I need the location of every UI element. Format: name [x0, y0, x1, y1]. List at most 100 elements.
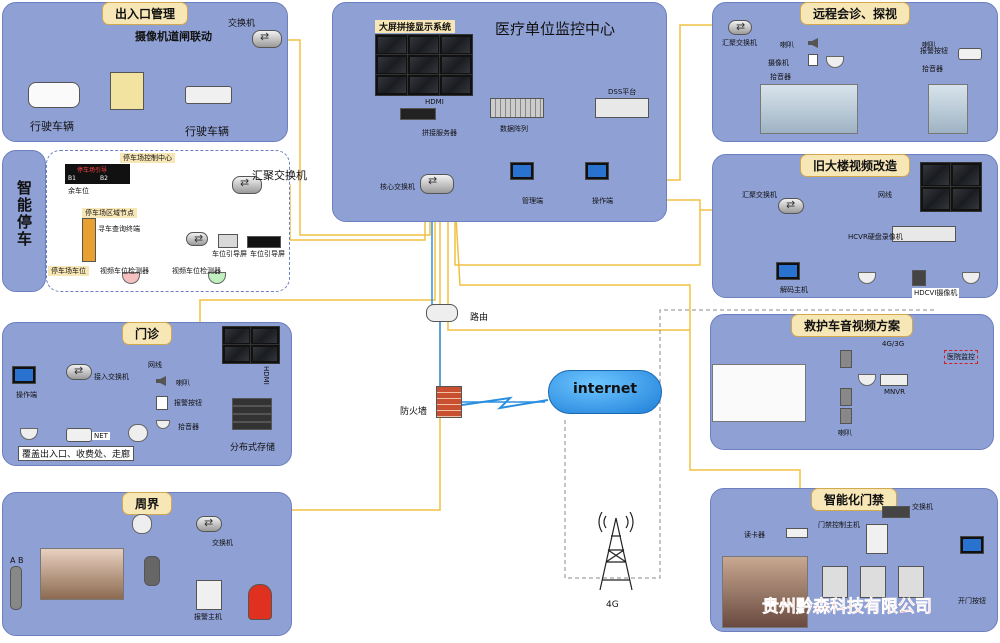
clinic-net-label: NET: [92, 432, 110, 440]
router-icon: [426, 304, 458, 322]
remote-alarm-icon: [808, 54, 818, 66]
remote-pickup-label: 拾音器: [770, 73, 791, 81]
perimeter-alarm-host-label: 报警主机: [194, 613, 222, 621]
access-gate-1: [822, 566, 848, 598]
company-watermark: 贵州黔森科技有限公司: [762, 597, 933, 618]
access-face-photo: [722, 556, 808, 628]
clinic-storage-icon: [232, 398, 272, 430]
video-wall-tile: [375, 34, 409, 56]
remote-alarm-label: 报警按钮: [920, 47, 948, 55]
clinic-access-switch-label: 接入交换机: [94, 373, 129, 381]
old-building-wall-3: [920, 186, 952, 212]
video-wall-tile: [439, 34, 473, 56]
video-wall-title: 大屏拼接显示系统: [375, 20, 456, 33]
kiosk-label: 寻车查询终端: [98, 225, 140, 233]
parking-center-label: 停车场控制中心: [120, 153, 175, 163]
old-building-pc-label: 解码主机: [780, 286, 808, 294]
lane-bottom-label: 行驶车辆: [185, 125, 229, 138]
access-switch-label: 交换机: [912, 503, 933, 511]
dss-label: DSS平台: [608, 88, 637, 96]
access-controller-label: 门禁控制主机: [818, 521, 860, 529]
parking-agg-switch-label: 汇聚交换机: [252, 169, 307, 182]
lane-top-label: 行驶车辆: [30, 120, 74, 133]
management-client-label: 管理端: [522, 197, 543, 205]
clinic-alarm-button-icon: [156, 396, 168, 410]
parking-panel: [2, 150, 46, 292]
firewall-icon: [436, 386, 462, 418]
entrance-panel: 出入口管理: [2, 2, 288, 142]
clinic-title: 门诊: [121, 322, 173, 345]
storage-array-icon: [490, 98, 544, 118]
remote-bullet-camera-icon: [958, 48, 982, 60]
remote-agg-switch-icon: [728, 20, 752, 35]
parking-node-switch-icon: [186, 232, 208, 246]
ambulance-photo: [712, 364, 806, 422]
perimeter-siren-icon: [248, 584, 272, 620]
firewall-label: 防火墙: [400, 407, 428, 417]
visiting-room-photo: [928, 84, 968, 134]
entrance-title: 出入口管理: [101, 2, 189, 25]
remote-speaker2-label: 喇叭: [922, 41, 936, 49]
storage-array-label: 数据阵列: [500, 125, 528, 133]
parking-guide-led: [247, 236, 281, 248]
consultation-room-photo: [760, 84, 858, 134]
perimeter-ab-label: A B: [10, 556, 24, 565]
entrance-switch-icon: [252, 30, 282, 48]
dss-server-icon: [595, 98, 649, 118]
clinic-hdmi-label: HDMI: [262, 366, 270, 385]
ambulance-speaker-label: 喇叭: [838, 429, 852, 437]
parking-guide-screen: 停车场引导 B1 B2: [65, 164, 130, 184]
entrance-linkage-label: 摄像机道闸联动: [135, 30, 212, 43]
perimeter-gate-photo: [40, 548, 124, 600]
access-reader-icon: [786, 528, 808, 538]
hcvr-label: HCVR硬盘录像机: [848, 233, 903, 241]
core-switch-icon: [420, 174, 454, 194]
remote-title: 远程会诊、探视: [799, 2, 911, 25]
clinic-pickup-icon: [156, 420, 170, 429]
kiosk-icon: [82, 218, 96, 262]
ambulance-mnvr-icon: [880, 374, 908, 386]
clinic-pickup-label: 拾音器: [178, 423, 199, 431]
ambulance-hospital-label: 医院监控: [944, 350, 978, 364]
perimeter-bullet-icon: [144, 556, 160, 586]
clinic-wall-2: [250, 326, 280, 346]
guide-screen-label: 车位引导屏: [212, 250, 247, 258]
perimeter-switch-icon: [196, 516, 222, 532]
operator-client-label: 操作端: [592, 197, 613, 205]
clinic-bullet-icon: [66, 428, 92, 442]
parking-remain-label: 余车位: [68, 187, 89, 195]
ambulance-device-2: [840, 388, 852, 406]
decoder-icon: [400, 108, 436, 120]
perimeter-switch-label: 交换机: [212, 539, 233, 547]
old-building-switch-icon: [778, 198, 804, 214]
old-building-wall-4: [950, 186, 982, 212]
core-switch-label: 核心交换机: [380, 183, 415, 191]
router-label: 路由: [470, 313, 489, 323]
old-building-wall-1: [920, 162, 952, 188]
parking-title: 智能停车: [15, 180, 33, 248]
clinic-speaker-label: 喇叭: [176, 379, 190, 387]
clinic-alarm-button-label: 报警按钮: [174, 399, 202, 407]
control-center-title: 医疗单位监控中心: [495, 20, 616, 38]
internet-cloud: internet: [548, 370, 662, 414]
access-switch-icon: [882, 506, 910, 518]
parking-camera-a-label: 视频车位检测器: [100, 267, 149, 275]
clinic-access-switch-icon: [66, 364, 92, 380]
barrier-gate-icon: [110, 72, 144, 110]
parking-screen-b1: B1: [68, 175, 76, 182]
clinic-workstation-icon: [12, 366, 36, 384]
ambulance-mobile-label: 4G/3G: [882, 340, 905, 348]
car-icon: [28, 82, 80, 108]
video-wall-tile: [439, 54, 473, 76]
decoder-label: 拼接服务器: [422, 129, 457, 137]
clinic-wall-3: [222, 344, 252, 364]
video-wall-tile: [407, 54, 441, 76]
internet-label: internet: [573, 381, 638, 397]
parking-camera-b-label: 视频车位检测器: [172, 267, 221, 275]
clinic-ptz-icon: [128, 424, 148, 442]
perimeter-beam-icon: [10, 566, 22, 610]
video-wall-tile: [407, 74, 441, 96]
video-wall-tile: [375, 74, 409, 96]
hdmi-label: HDMI: [425, 98, 444, 106]
access-reader-label: 读卡器: [744, 531, 765, 539]
